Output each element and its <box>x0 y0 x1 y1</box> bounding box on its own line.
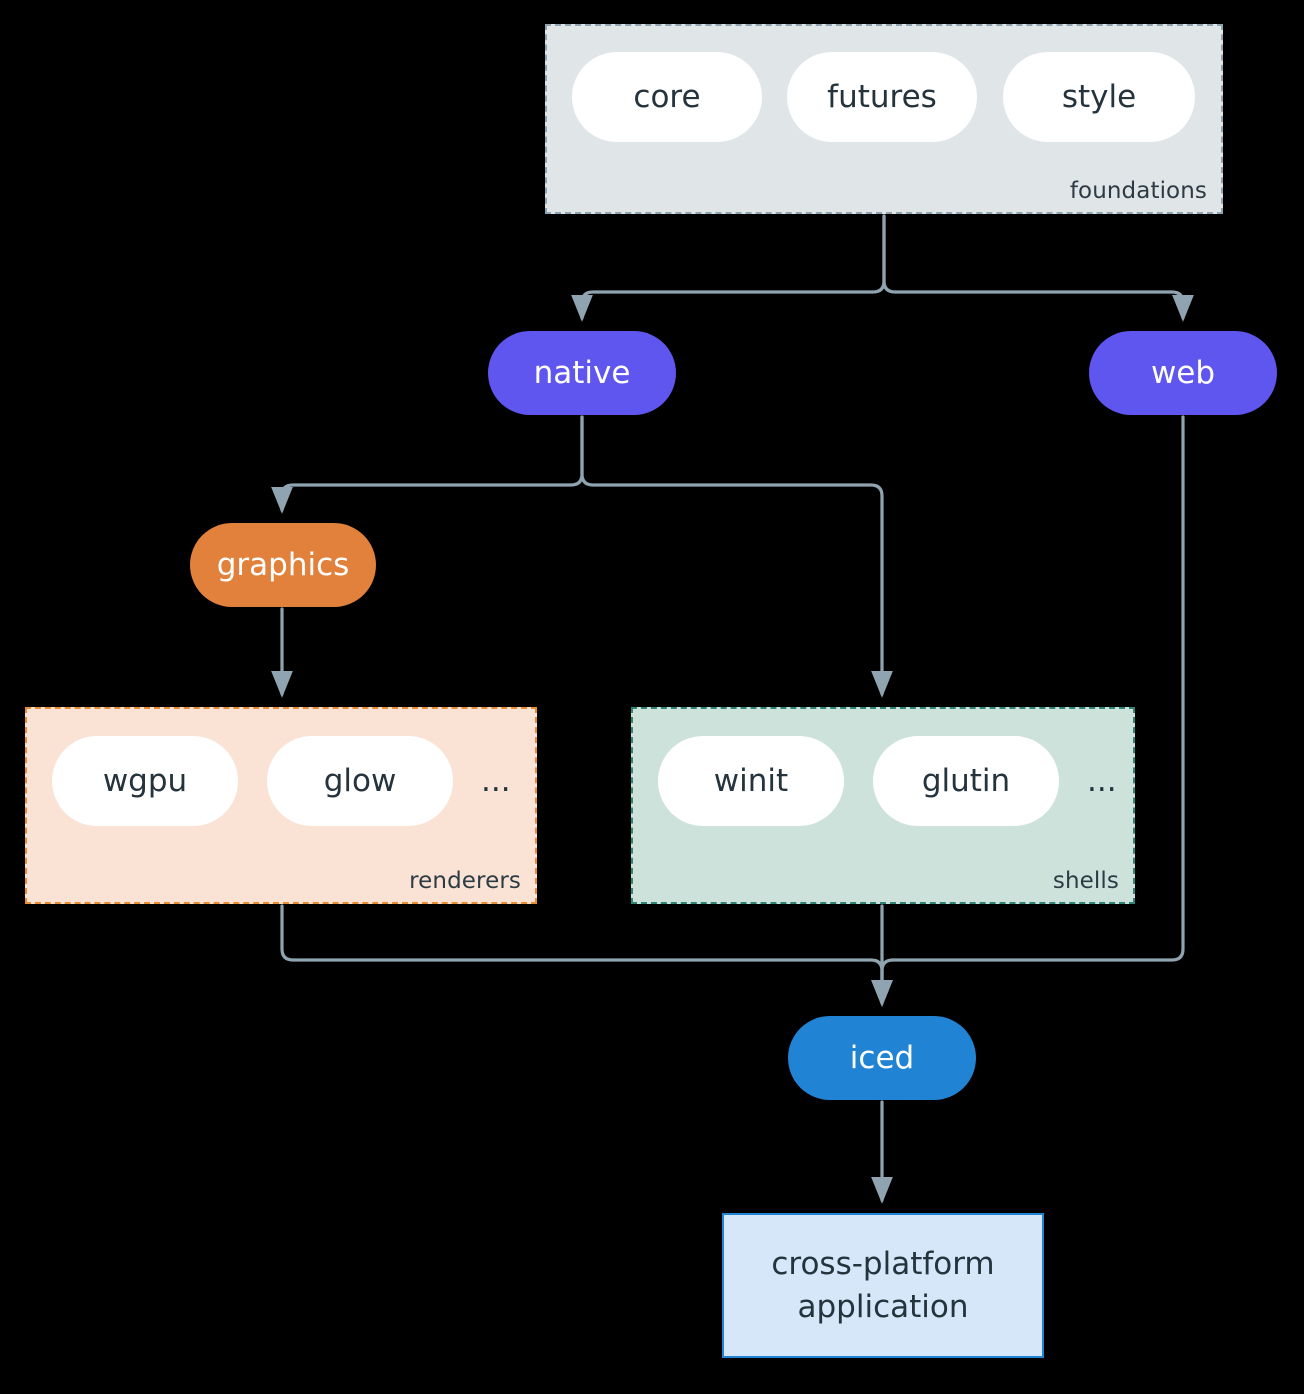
node-glow[interactable]: glow <box>267 736 453 826</box>
node-shells-ellipsis: ... <box>1087 763 1117 799</box>
node-web-label: web <box>1150 355 1216 391</box>
node-native-label: native <box>533 355 631 391</box>
node-core[interactable]: core <box>572 52 762 142</box>
edge-native-shells <box>580 415 893 698</box>
node-core-label: core <box>633 79 701 115</box>
node-cross-platform-application[interactable]: cross-platform application <box>722 1213 1044 1358</box>
node-glow-label: glow <box>323 763 397 799</box>
node-glutin[interactable]: glutin <box>873 736 1059 826</box>
node-renderers-ellipsis: ... <box>481 763 511 799</box>
node-graphics-label: graphics <box>216 547 350 583</box>
node-iced[interactable]: iced <box>788 1016 976 1100</box>
node-iced-label: iced <box>849 1040 915 1076</box>
edge-foundations-web <box>882 214 1194 322</box>
edge-foundations-native <box>571 214 886 322</box>
cluster-renderers-label: renderers <box>409 868 521 894</box>
node-graphics[interactable]: graphics <box>190 523 376 607</box>
node-futures[interactable]: futures <box>787 52 977 142</box>
node-native[interactable]: native <box>488 331 676 415</box>
node-wgpu[interactable]: wgpu <box>52 736 238 826</box>
node-futures-label: futures <box>827 79 937 115</box>
node-app-label-line1: cross-platform <box>771 1245 995 1282</box>
node-winit[interactable]: winit <box>658 736 844 826</box>
node-wgpu-label: wgpu <box>102 763 188 799</box>
node-style-label: style <box>1061 79 1137 115</box>
node-glutin-label: glutin <box>921 763 1011 799</box>
edge-renderers-iced <box>280 904 893 1007</box>
node-app-label-line2: application <box>797 1288 969 1325</box>
edge-native-graphics <box>271 415 584 514</box>
node-web[interactable]: web <box>1089 331 1277 415</box>
cluster-foundations-label: foundations <box>1069 178 1207 204</box>
node-winit-label: winit <box>713 763 789 799</box>
node-style[interactable]: style <box>1003 52 1195 142</box>
cluster-shells-label: shells <box>1052 868 1119 894</box>
